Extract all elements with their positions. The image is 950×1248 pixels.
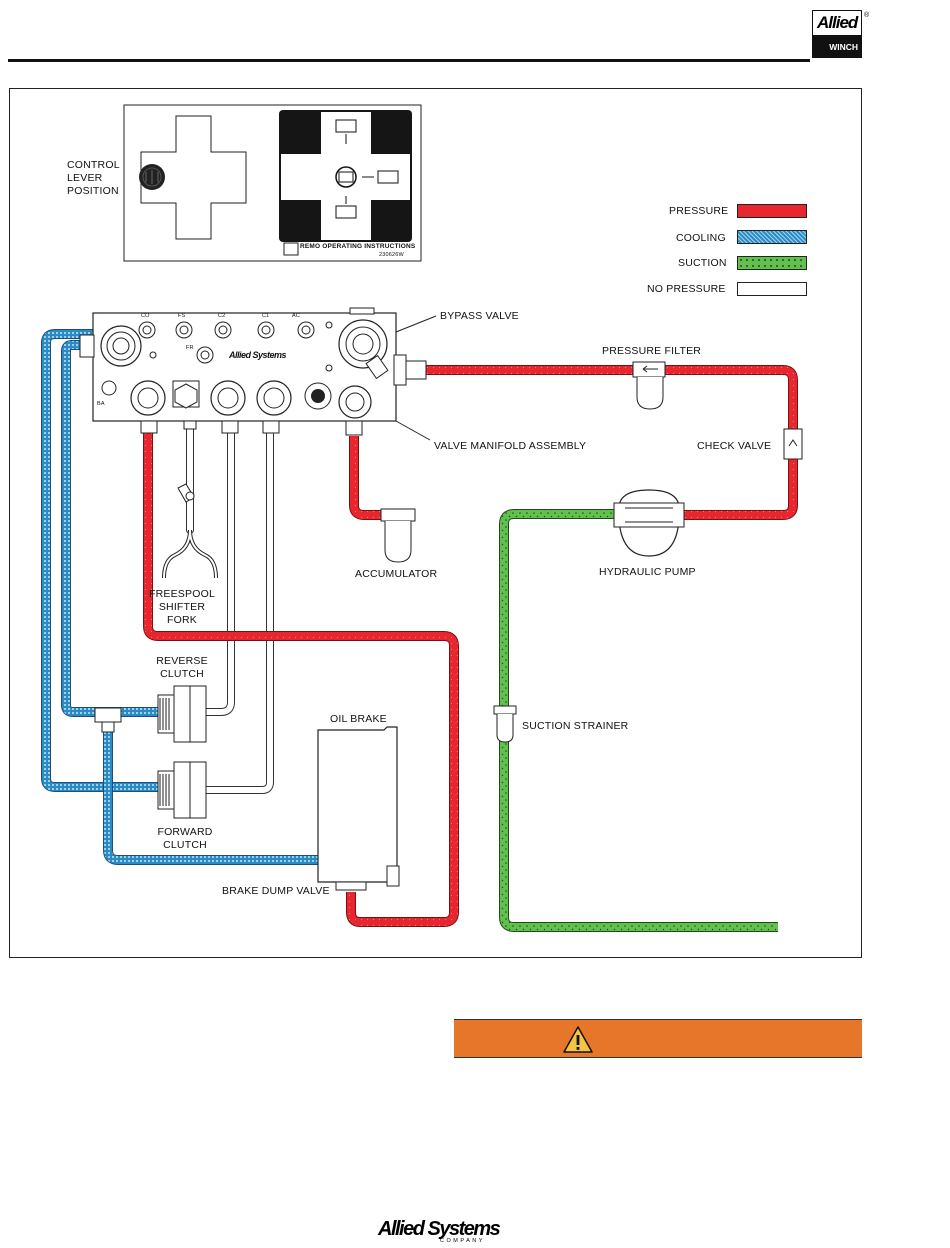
accumulator [380, 508, 416, 563]
bypass-valve-label: BYPASS VALVE [440, 310, 519, 322]
legend-label-pressure: PRESSURE [669, 205, 729, 217]
port-fs: FS [178, 313, 186, 319]
warning-triangle-icon [563, 1026, 593, 1053]
oil-brake-label: OIL BRAKE [330, 713, 387, 725]
hydraulic-pump [613, 489, 685, 557]
pressure-filter [632, 361, 666, 410]
check-valve [783, 428, 803, 460]
legend-swatch-no-pressure [737, 282, 807, 296]
allied-winch-logo: Allied WINCH [812, 10, 862, 58]
legend-label-no-pressure: NO PRESSURE [647, 283, 726, 295]
reverse-clutch-label: REVERSE CLUTCH [156, 655, 208, 680]
check-valve-label: CHECK VALVE [697, 440, 772, 452]
suction-strainer-label: SUCTION STRAINER [522, 720, 629, 732]
forward-clutch-label: FORWARD CLUTCH [157, 826, 213, 851]
manifold-brand: Allied Systems [229, 350, 287, 360]
hydraulic-pump-label: HYDRAULIC PUMP [599, 566, 696, 578]
port-c1: C1 [262, 313, 270, 319]
pressure-lines [143, 365, 798, 927]
legend-label-cooling: COOLING [676, 232, 726, 244]
pressure-filter-label: PRESSURE FILTER [602, 345, 702, 357]
freespool-shifter-fork [162, 483, 218, 579]
control-lever-panel [123, 104, 422, 262]
valve-manifold-label: VALVE MANIFOLD ASSEMBLY [434, 440, 587, 452]
freespool-label: FREESPOOL SHIFTER FORK [149, 588, 215, 626]
reverse-clutch [94, 685, 207, 743]
forward-clutch [157, 761, 207, 819]
suction-strainer [493, 705, 517, 743]
oil-brake [317, 726, 400, 891]
header-rule [8, 59, 810, 62]
legend-label-suction: SUCTION [678, 257, 727, 269]
hydraulic-diagram-frame [9, 88, 862, 958]
footer-logo-sub: COMPANY [440, 1238, 485, 1244]
leader-lines [395, 315, 437, 441]
legend-swatch-cooling [737, 230, 807, 244]
port-ac: AC [292, 313, 301, 319]
footer-logo: Allied Systems [378, 1218, 501, 1240]
registered-mark: ® [864, 12, 870, 19]
valve-manifold-assembly [79, 307, 427, 436]
accumulator-label: ACCUMULATOR [355, 568, 438, 580]
no-pressure-lines [186, 421, 274, 794]
cooling-lines [41, 329, 318, 865]
legend-swatch-suction [737, 256, 807, 270]
port-fr: FR [186, 345, 194, 351]
legend-swatch-pressure [737, 204, 807, 218]
remo-instructions-text: REMO OPERATING INSTRUCTIONS [300, 243, 416, 250]
part-number: 230626W [379, 252, 404, 258]
brake-dump-valve-label: BRAKE DUMP VALVE [222, 885, 330, 897]
warning-banner [454, 1019, 862, 1058]
port-ba: BA [97, 401, 105, 407]
port-co: CO [141, 313, 150, 319]
port-c2: C2 [218, 313, 226, 319]
control-lever-label: CONTROL LEVER POSITION [67, 159, 120, 197]
